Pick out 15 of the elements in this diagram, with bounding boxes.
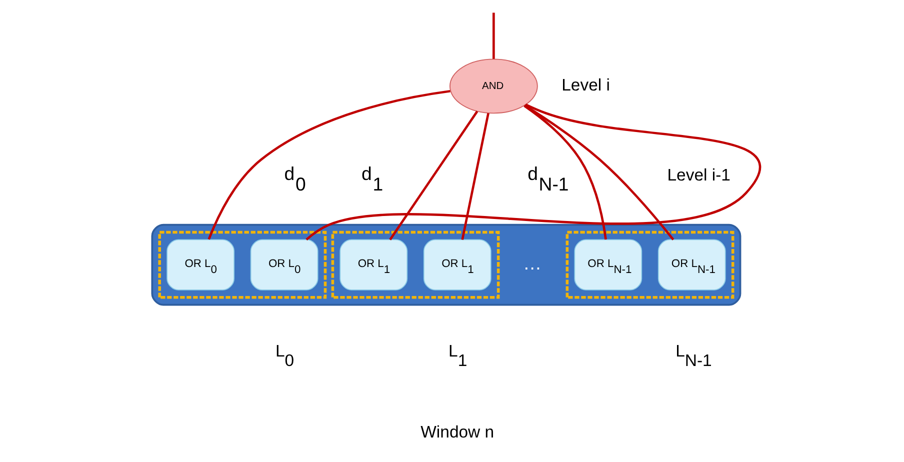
connector (492, 12, 494, 59)
label: … (522, 252, 542, 274)
connector (207, 90, 450, 240)
connector (388, 110, 478, 240)
cluster (565, 230, 734, 299)
connector (524, 104, 674, 240)
connector (523, 104, 606, 240)
label: Level i-1 (666, 166, 730, 185)
cluster (158, 230, 326, 299)
cluster (150, 224, 741, 306)
cluster (330, 230, 500, 299)
node-ellipse: AND (448, 58, 538, 114)
label: Window n (420, 422, 494, 442)
label: Level i (561, 75, 610, 94)
connector (460, 112, 489, 240)
